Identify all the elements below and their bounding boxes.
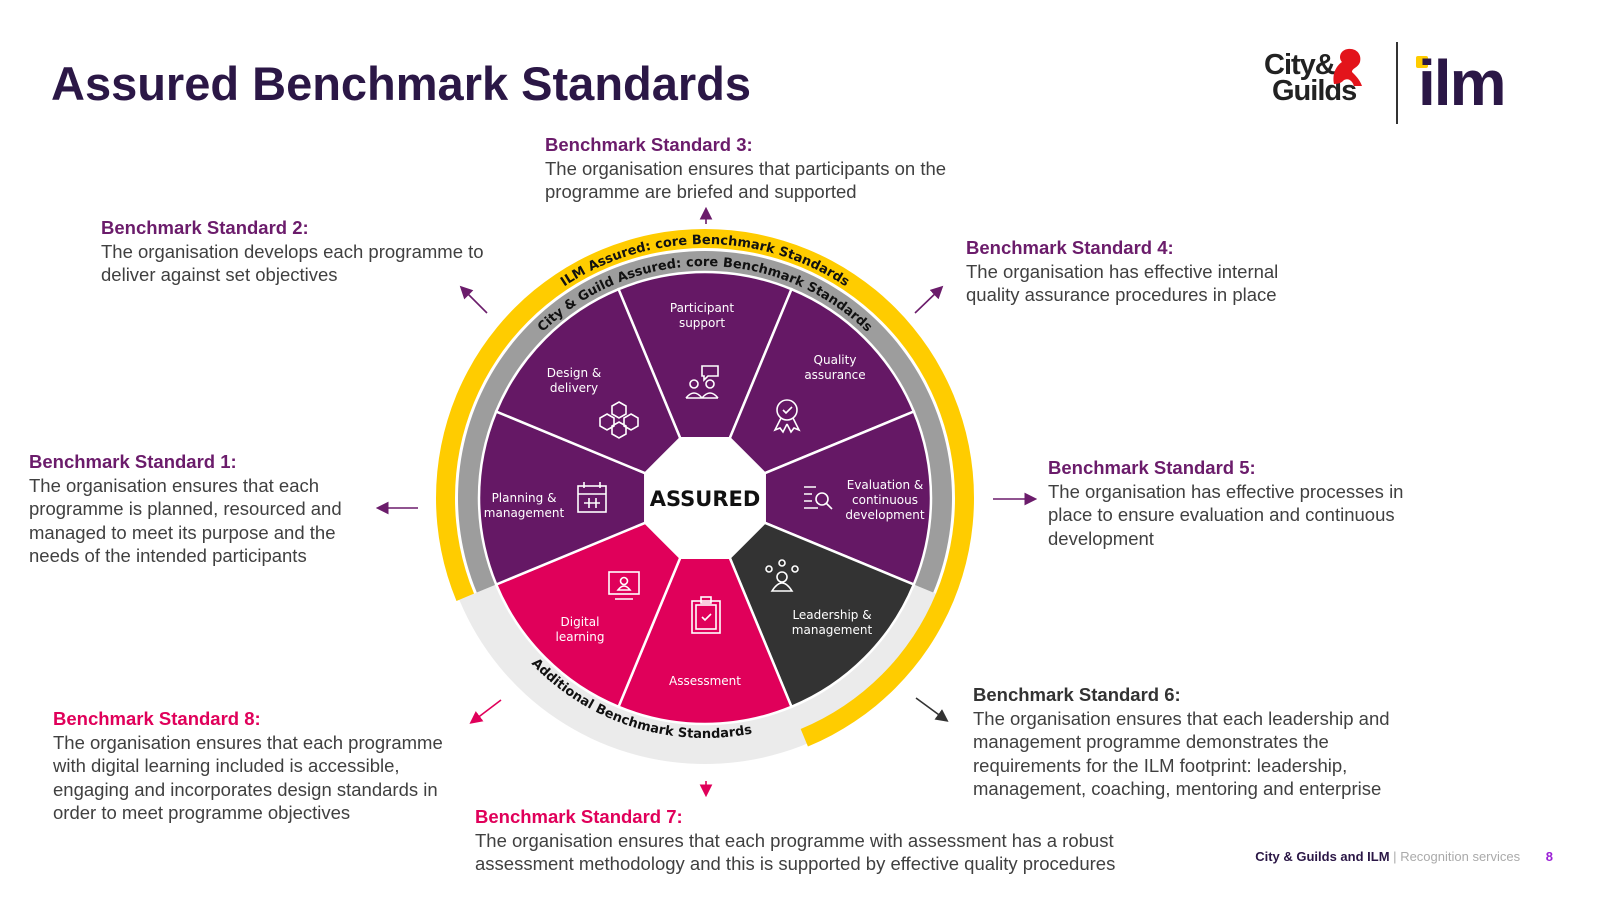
clipboard-check-icon [691,596,721,634]
arrows [375,206,1038,798]
people-speech-icon [685,365,719,399]
wheel-segments [477,270,933,726]
segment-leadership-management [702,495,916,709]
page-number: 8 [1545,849,1553,864]
cubes-icon [599,401,639,439]
leader-group-icon [765,559,799,592]
lion-icon [1333,48,1362,86]
segment-label: Leadership &management [792,608,873,637]
list-search-icon [804,486,833,510]
segment-design-delivery [494,287,708,501]
segment-label: Planning &management [484,491,565,520]
benchmark-standard-8: Benchmark Standard 8: The organisation e… [53,708,443,824]
segment-quality-assurance [702,287,916,501]
ilm-wordmark: ilm [1418,47,1506,119]
logo-divider [1396,42,1398,124]
benchmark-standard-5: Benchmark Standard 5: The organisation h… [1048,457,1404,549]
benchmark-standard-1: Benchmark Standard 1: The organisation e… [29,451,342,567]
benchmark-standard-2: Benchmark Standard 2: The organisation d… [101,217,484,286]
benchmark-standard-3: Benchmark Standard 3: The organisation e… [545,134,947,203]
benchmark-standard-4: Benchmark Standard 4: The organisation h… [966,237,1279,306]
page-title: Assured Benchmark Standards [51,57,752,110]
benchmark-standard-6: Benchmark Standard 6: The organisation e… [973,684,1390,800]
city-guilds-ilm-logo: City& Guilds ilm [1262,42,1522,124]
segment-assessment [616,494,794,726]
arrow-standard-8 [469,699,502,724]
arrow-standard-4 [914,285,944,314]
monitor-user-icon [608,571,640,600]
segment-evaluation-continuous-development [701,409,933,587]
arrow-standard-2 [459,285,488,314]
wheel-rings [436,229,975,764]
calendar-icon [577,482,607,513]
benchmark-standard-7: Benchmark Standard 7: The organisation e… [475,806,1116,875]
segment-planning-management [477,409,709,587]
arrow-standard-6 [915,697,949,722]
footer: City & Guilds and ILM | Recognition serv… [1255,849,1553,864]
segment-label: Design &delivery [547,366,602,395]
ilm-spark-icon [1416,56,1428,68]
segment-digital-learning [494,495,708,709]
award-ribbon-icon [773,399,801,434]
assured-center [644,437,766,559]
assured-center-label: ASSURED [650,487,761,511]
segment-participant-support [616,270,794,502]
city-guilds-wordmark: City& Guilds [1264,49,1357,107]
segment-label: Assessment [669,674,741,688]
